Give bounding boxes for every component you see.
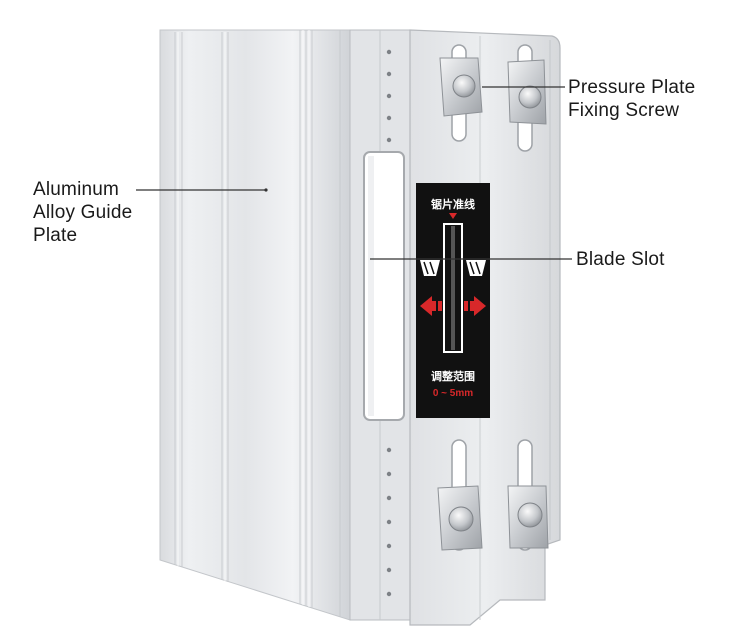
callout-blade-slot: Blade Slot	[576, 248, 665, 271]
callout-line: Pressure Plate	[568, 77, 696, 98]
screw-icon	[448, 506, 474, 532]
screw-icon	[517, 502, 543, 528]
center-rail	[349, 29, 411, 621]
callout-line: Blade Slot	[576, 249, 665, 270]
mounting-holes	[386, 49, 392, 597]
callout-pressure-plate-screw: Pressure Plate Fixing Screw	[568, 76, 695, 122]
blade-teeth-right-icon	[466, 260, 486, 276]
callout-line: Aluminum	[33, 179, 120, 200]
aluminum-guide-plate	[159, 29, 351, 621]
label-panel: 锯片准线 调整范围 0 ~ 5mm	[416, 183, 490, 418]
callout-line: Plate	[33, 225, 78, 246]
panel-range-label: 调整范围	[431, 369, 475, 383]
callout-aluminum-guide-plate: Aluminum Alloy Guide Plate	[33, 178, 132, 247]
panel-range-value: 0 ~ 5mm	[433, 388, 473, 399]
leader-lines	[136, 86, 572, 260]
adjust-left-arrow-icon	[420, 296, 442, 316]
blade-teeth-left-icon	[420, 260, 440, 276]
screw-icon	[452, 74, 476, 98]
marker-triangle-icon	[449, 213, 457, 219]
bottom-right-bracket	[507, 439, 549, 551]
callout-line: Fixing Screw	[568, 100, 680, 121]
screw-icon	[518, 85, 542, 109]
adjust-right-arrow-icon	[464, 296, 486, 316]
top-right-bracket	[507, 44, 547, 152]
panel-title: 锯片准线	[431, 197, 475, 211]
callout-line: Alloy Guide	[33, 202, 133, 223]
bottom-left-bracket	[437, 439, 483, 551]
top-left-bracket	[439, 44, 483, 142]
